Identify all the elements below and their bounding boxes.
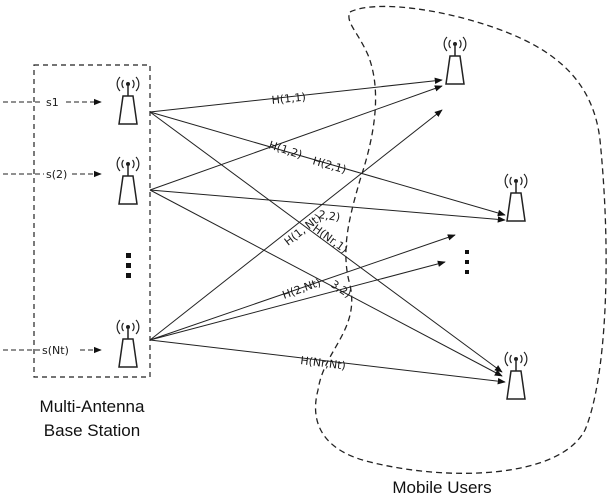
tx-antenna-nt <box>116 319 140 368</box>
label-h21: H(2,1) <box>311 154 348 176</box>
label-hnrnt: H(Nr,Nt) <box>300 354 347 372</box>
link-1-to-nr <box>149 111 503 373</box>
base-station-caption-line2: Base Station <box>44 421 140 440</box>
mobile-users-region <box>314 5 607 474</box>
rx-antenna-2 <box>504 173 528 222</box>
link-2-to-1 <box>149 85 443 191</box>
link-nt-to-2 <box>149 234 456 341</box>
label-h11: H(1,1) <box>271 90 307 107</box>
input-label-snt: s(Nt) <box>42 344 69 357</box>
link-1-to-1 <box>149 77 443 113</box>
label-hnr1: H(Nr,1) <box>310 222 350 256</box>
input-label-s2: s(2) <box>46 168 67 181</box>
link-nt-to-nr <box>149 339 506 385</box>
rx-ellipsis-dots <box>465 250 469 274</box>
label-h2nt: H(2,Nt) <box>281 276 323 302</box>
link-nt-to-3 <box>149 260 446 341</box>
link-1-to-2 <box>149 111 506 217</box>
rx-antenna-nr <box>504 351 528 400</box>
mobile-users-caption: Mobile Users <box>392 478 491 497</box>
rx-antenna-1 <box>443 36 467 85</box>
link-2-to-2 <box>149 189 506 223</box>
tx-antenna-1 <box>116 76 140 125</box>
link-2-to-nr <box>149 189 503 377</box>
input-label-s1: s1 <box>46 96 59 109</box>
tx-antenna-2 <box>116 156 140 205</box>
label-h22: 2,2) <box>318 208 341 224</box>
base-station-caption-line1: Multi-Antenna <box>40 397 145 416</box>
link-nt-to-1 <box>149 109 443 341</box>
tx-ellipsis-dots <box>126 253 131 278</box>
base-station-box <box>33 64 151 378</box>
label-h32: 3,2) <box>328 278 353 301</box>
